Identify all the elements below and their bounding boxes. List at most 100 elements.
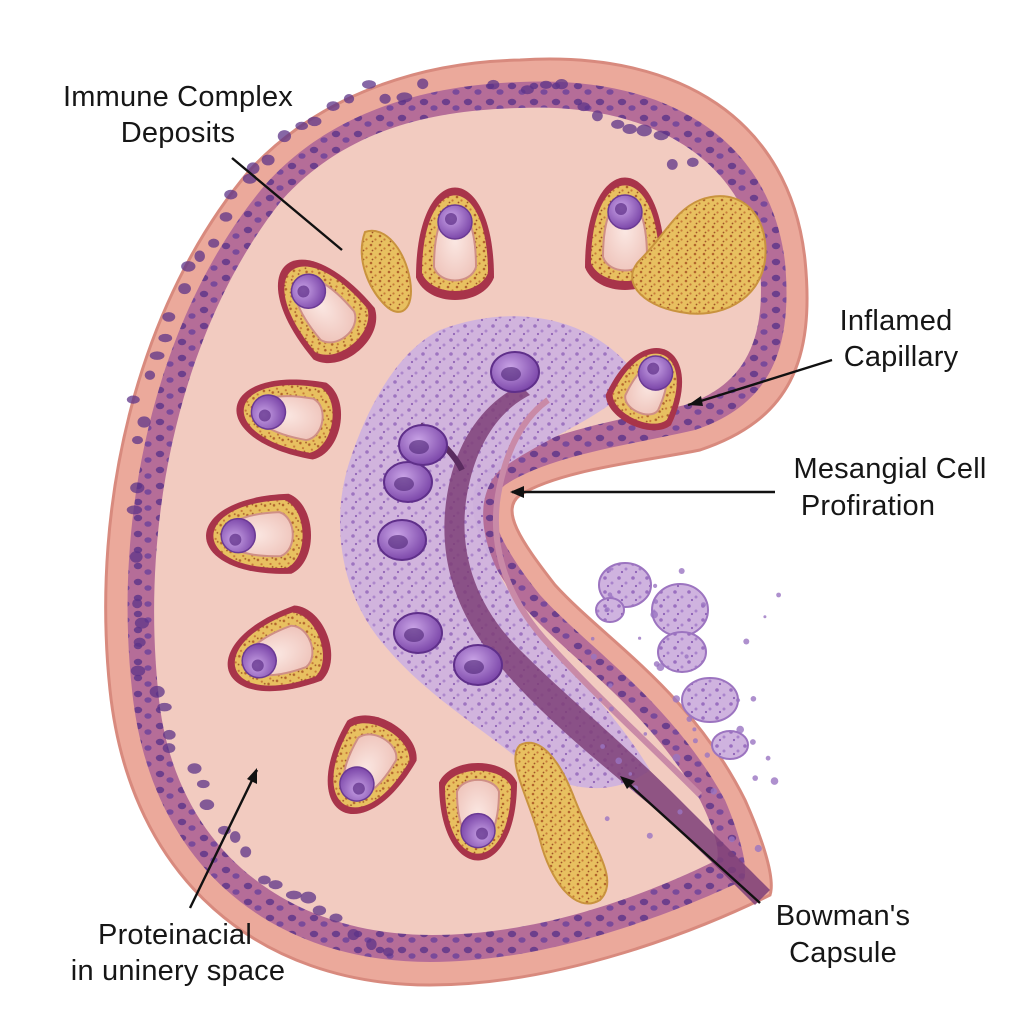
capsule-cell <box>208 238 220 248</box>
endothelial-nucleus <box>241 642 277 679</box>
capsule-cell <box>229 831 241 843</box>
protein-speck <box>678 568 685 574</box>
endothelial-nucleus <box>437 204 473 240</box>
capsule-cell <box>219 212 233 222</box>
capillary-loop <box>236 379 341 460</box>
label-bowman: Bowman's Capsule <box>620 776 910 969</box>
capsule-cell <box>149 351 165 360</box>
protein-speck <box>638 636 642 640</box>
capsule-cell <box>129 551 143 563</box>
capillary-loop <box>227 605 332 692</box>
pointer-inflamed-capillary <box>687 358 833 407</box>
capsule-cell <box>343 94 355 104</box>
endothelial-nucleus <box>290 273 327 309</box>
endothelial-nucleus <box>220 517 256 554</box>
protein-speck <box>754 844 762 853</box>
protein-speck <box>752 775 758 781</box>
capsule-cell <box>396 92 413 103</box>
capsule-cell <box>149 685 165 698</box>
mesangial-nucleus <box>393 612 443 654</box>
capsule-cell <box>487 79 500 90</box>
protein-speck <box>653 583 658 589</box>
capsule-cell <box>268 880 283 890</box>
label-immune-line1: Immune Complex <box>63 81 293 113</box>
capsule-cell <box>379 93 391 104</box>
capsule-cell <box>300 891 317 904</box>
capsule-cell <box>178 283 191 295</box>
label-inflamed-capillary: Inflamed Capillary <box>687 305 958 407</box>
capsule-cell <box>194 250 205 262</box>
protein-speck <box>692 727 697 732</box>
mesangial-nucleus <box>398 424 448 466</box>
pointer-immune-complex <box>231 157 343 251</box>
capillary-loop <box>206 493 311 574</box>
capillary-loop <box>439 763 517 861</box>
protein-speck <box>684 654 689 659</box>
capsule-cell <box>636 124 652 137</box>
pointer-proteinacial <box>188 769 259 909</box>
protein-speck <box>590 653 597 660</box>
capsule-cell <box>162 312 176 322</box>
capsule-cell <box>187 763 202 774</box>
protein-globule <box>595 597 625 623</box>
label-mesangial: Mesangial Cell Profiration <box>510 453 987 522</box>
capsule-cell <box>261 154 275 166</box>
protein-speck <box>604 608 609 613</box>
protein-speck <box>704 752 710 758</box>
protein-speck <box>672 695 680 703</box>
capillary-loop <box>277 259 377 364</box>
capsule-cell <box>199 799 215 811</box>
capsule-cell <box>666 158 678 170</box>
capsule-cell <box>347 929 360 941</box>
capsule-cell <box>540 80 552 89</box>
endothelial-nucleus <box>339 766 375 802</box>
label-mesangial-line1: Mesangial Cell <box>794 453 987 485</box>
capsule-cell <box>144 370 156 380</box>
protein-speck <box>677 809 683 815</box>
capillary-loop <box>416 187 494 300</box>
protein-speck <box>736 725 744 734</box>
capsule-cell <box>132 598 143 609</box>
capsule-cell <box>295 121 309 131</box>
mesangial-nucleus <box>453 644 503 686</box>
capsule-cell <box>326 101 340 111</box>
protein-globule <box>711 730 749 760</box>
capsule-cell <box>653 130 669 141</box>
capsule-cell <box>130 482 145 494</box>
capsule-cell <box>224 189 238 200</box>
label-proteinacial-line1: Proteinacial <box>98 919 252 951</box>
capsule-cell <box>520 85 534 95</box>
capsule-cell <box>362 80 376 89</box>
label-inflamed-line1: Inflamed <box>840 305 953 337</box>
protein-globule <box>657 631 707 673</box>
protein-speck <box>700 602 706 608</box>
protein-speck <box>653 599 659 604</box>
label-immune-line2: Deposits <box>121 117 235 149</box>
label-bowman-line1: Bowman's <box>776 900 910 932</box>
protein-globule <box>651 583 709 637</box>
capsule-cell <box>307 116 322 127</box>
capsule-cell <box>158 333 173 343</box>
endothelial-nucleus <box>607 194 643 230</box>
capsule-cell <box>157 702 172 712</box>
capsule-cell <box>246 162 260 175</box>
capsule-cell <box>577 102 590 112</box>
protein-speck <box>750 739 756 745</box>
capsule-cell <box>162 743 176 754</box>
capsule-cell <box>258 875 271 885</box>
label-mesangial-line2: Profiration <box>801 490 935 522</box>
capsule-cell <box>126 395 140 404</box>
protein-speck <box>656 663 665 671</box>
protein-speck <box>735 698 741 703</box>
protein-speck <box>608 683 613 688</box>
scattered-cells <box>126 78 699 957</box>
protein-speck <box>763 615 767 619</box>
capsule-cell <box>277 130 292 143</box>
protein-speck <box>672 753 681 762</box>
capsule-cell <box>240 846 252 858</box>
mesangial-nucleus <box>383 461 433 503</box>
capillary-loop <box>605 348 682 431</box>
capsule-cell <box>555 78 568 90</box>
protein-speck <box>628 772 633 776</box>
label-immune-complex: Immune Complex Deposits <box>63 81 343 251</box>
